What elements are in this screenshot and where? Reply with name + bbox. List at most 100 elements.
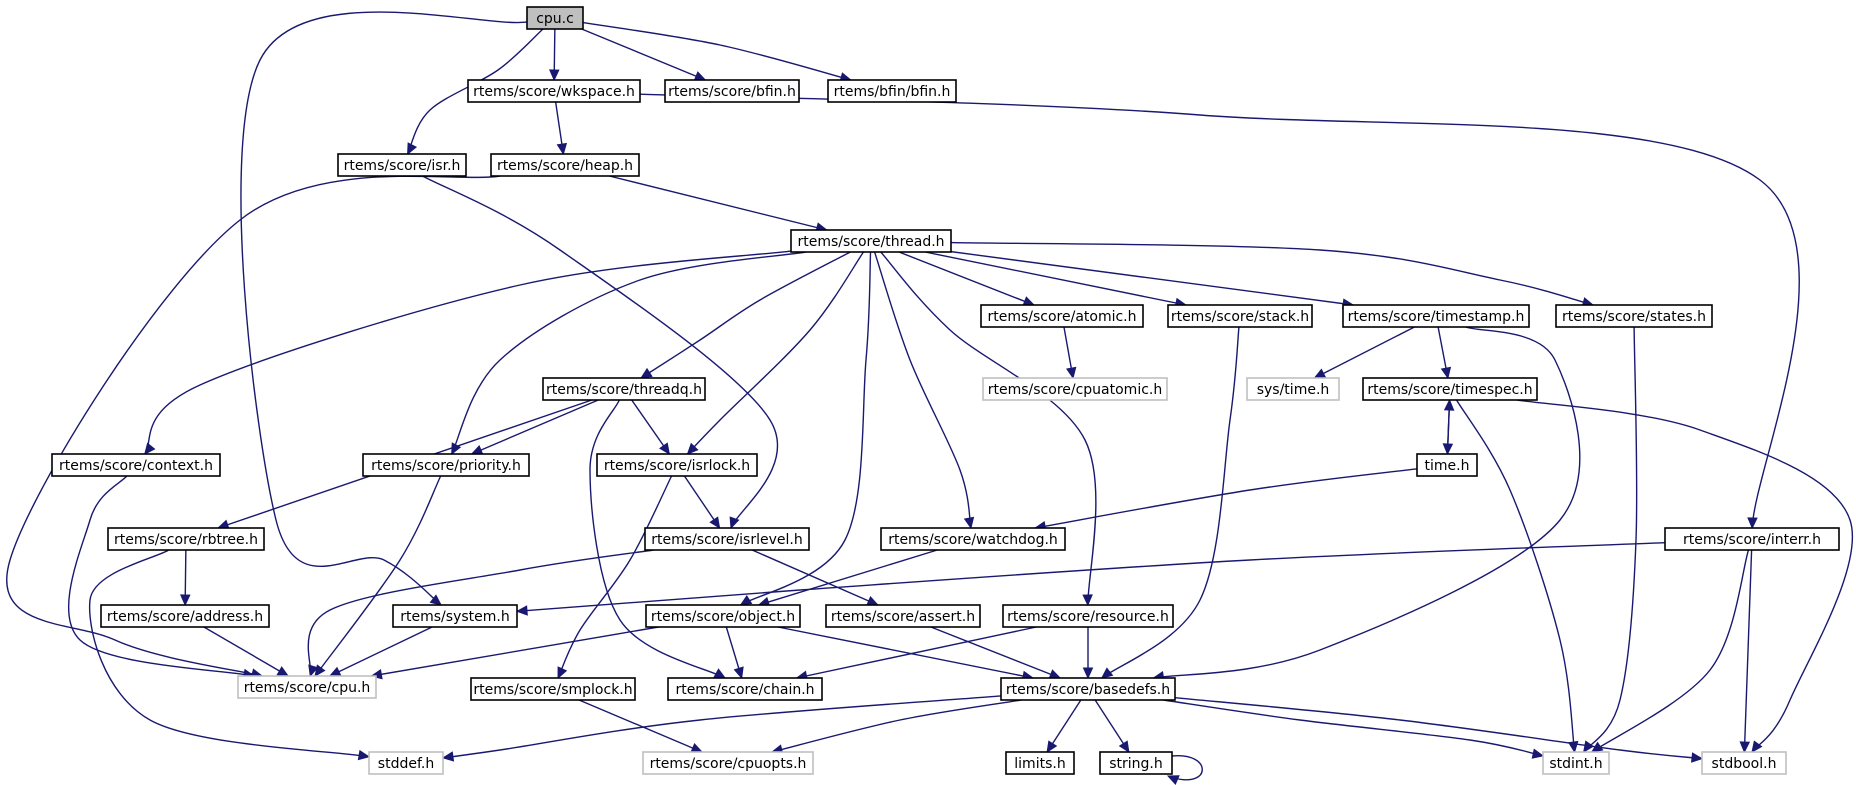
node-box [470, 677, 636, 701]
node-assert[interactable]: rtems/score/assert.h [825, 604, 981, 628]
node-box [467, 79, 641, 103]
node-isr[interactable]: rtems/score/isr.h [337, 153, 467, 177]
node-box [645, 604, 801, 628]
node-isrlock[interactable]: rtems/score/isrlock.h [596, 453, 758, 477]
node-box [1167, 304, 1313, 328]
edge-basedefs-to-cpuopts [770, 699, 1022, 755]
node-wkspace[interactable]: rtems/score/wkspace.h [467, 79, 641, 103]
node-time-h[interactable]: time.h [1416, 453, 1478, 477]
node-box [667, 677, 823, 701]
node-box [542, 377, 706, 401]
node-label: rtems/score/wkspace.h [473, 84, 635, 100]
node-timestamp[interactable]: rtems/score/timestamp.h [1342, 304, 1530, 328]
node-resource[interactable]: rtems/score/resource.h [1002, 604, 1174, 628]
edge-rbtree-to-stddef [88, 549, 371, 761]
node-object[interactable]: rtems/score/object.h [645, 604, 801, 628]
edge-string-to-string [1166, 755, 1203, 785]
node-label: sys/time.h [1257, 382, 1330, 398]
node-label: rtems/score/heap.h [497, 158, 633, 174]
edge-resource-to-chain [795, 626, 1037, 681]
node-label: rtems/score/object.h [651, 609, 795, 625]
node-box [1555, 304, 1713, 328]
node-cpuopts: rtems/score/cpuopts.h [642, 751, 814, 775]
node-heap[interactable]: rtems/score/heap.h [490, 153, 640, 177]
node-label: rtems/score/context.h [59, 458, 213, 474]
node-box [980, 304, 1144, 328]
node-label: string.h [1109, 756, 1163, 772]
node-priority[interactable]: rtems/score/priority.h [362, 453, 530, 477]
edge-thread-to-context [144, 250, 792, 455]
node-label: rtems/score/rbtree.h [114, 532, 258, 548]
node-label: rtems/score/basedefs.h [1006, 682, 1170, 698]
node-states[interactable]: rtems/score/states.h [1555, 304, 1713, 328]
edge-basedefs-to-limits [1046, 699, 1082, 754]
node-label: rtems/score/states.h [1562, 309, 1706, 325]
edge-object-to-chain [725, 626, 744, 680]
node-stdint: stdint.h [1542, 751, 1610, 775]
node-label: rtems/score/thread.h [797, 234, 944, 250]
node-address[interactable]: rtems/score/address.h [100, 604, 270, 628]
node-timespec[interactable]: rtems/score/timespec.h [1362, 377, 1538, 401]
edge-time_h-to-timespec [1443, 398, 1455, 455]
edge-isrlevel-to-cpu_h [307, 549, 654, 678]
node-box [1362, 377, 1538, 401]
node-smplock[interactable]: rtems/score/smplock.h [470, 677, 636, 701]
node-limits[interactable]: limits.h [1005, 751, 1075, 775]
edge-smplock-to-cpuopts [578, 699, 704, 753]
node-bfin-bfin[interactable]: rtems/bfin/bfin.h [827, 79, 957, 103]
node-cpu-h: rtems/score/cpu.h [237, 675, 377, 699]
node-label: stddef.h [378, 756, 434, 772]
node-stack[interactable]: rtems/score/stack.h [1167, 304, 1313, 328]
node-box [107, 527, 265, 551]
edge-watchdog-to-object [757, 549, 938, 607]
node-box [490, 153, 640, 177]
node-box [1002, 604, 1174, 628]
node-box [100, 604, 270, 628]
node-label: time.h [1425, 458, 1470, 474]
node-atomic[interactable]: rtems/score/atomic.h [980, 304, 1144, 328]
node-box [880, 527, 1066, 551]
node-basedefs[interactable]: rtems/score/basedefs.h [1000, 677, 1176, 701]
node-box [642, 751, 814, 775]
edge-stack-to-basedefs [1100, 326, 1240, 679]
node-thread[interactable]: rtems/score/thread.h [790, 229, 952, 253]
edge-threadq-to-priority [470, 399, 599, 455]
node-label: rtems/score/address.h [107, 609, 263, 625]
node-box [1246, 377, 1340, 401]
edge-thread-to-timestamp [950, 250, 1355, 309]
edge-cpu_c-to-system [240, 11, 528, 606]
node-label: rtems/score/isrlock.h [604, 458, 750, 474]
node-box [51, 453, 221, 477]
node-stdbool: stdbool.h [1701, 751, 1787, 775]
node-label: rtems/score/timespec.h [1367, 382, 1532, 398]
node-box [337, 153, 467, 177]
node-interr[interactable]: rtems/score/interr.h [1664, 527, 1840, 551]
node-score-bfin[interactable]: rtems/score/bfin.h [664, 79, 800, 103]
node-rbtree[interactable]: rtems/score/rbtree.h [107, 527, 265, 551]
edge-wkspace-to-heap [554, 101, 568, 156]
node-system[interactable]: rtems/system.h [392, 604, 518, 628]
node-threadq[interactable]: rtems/score/threadq.h [542, 377, 706, 401]
edge-isrlevel-to-assert [751, 549, 879, 606]
node-label: rtems/score/isrlevel.h [651, 532, 802, 548]
edge-time_h-to-watchdog [1033, 468, 1418, 532]
node-label: rtems/score/watchdog.h [888, 532, 1058, 548]
edge-thread-to-stack [924, 251, 1188, 309]
node-box [827, 79, 957, 103]
node-string[interactable]: string.h [1099, 751, 1173, 775]
node-context[interactable]: rtems/score/context.h [51, 453, 221, 477]
edge-thread-to-priority [451, 251, 806, 456]
edge-basedefs-to-stdbool [1174, 696, 1704, 763]
node-box [1416, 453, 1478, 477]
node-box [526, 6, 584, 30]
node-label: rtems/score/resource.h [1007, 609, 1169, 625]
edges-layer [6, 11, 1854, 785]
node-box [368, 751, 444, 775]
node-label: rtems/system.h [400, 609, 509, 625]
node-chain[interactable]: rtems/score/chain.h [667, 677, 823, 701]
node-watchdog[interactable]: rtems/score/watchdog.h [880, 527, 1066, 551]
node-isrlevel[interactable]: rtems/score/isrlevel.h [644, 527, 810, 551]
edge-thread-to-isrlock [686, 251, 865, 455]
node-label: rtems/score/smplock.h [473, 682, 632, 698]
edge-thread-to-states [950, 241, 1595, 308]
